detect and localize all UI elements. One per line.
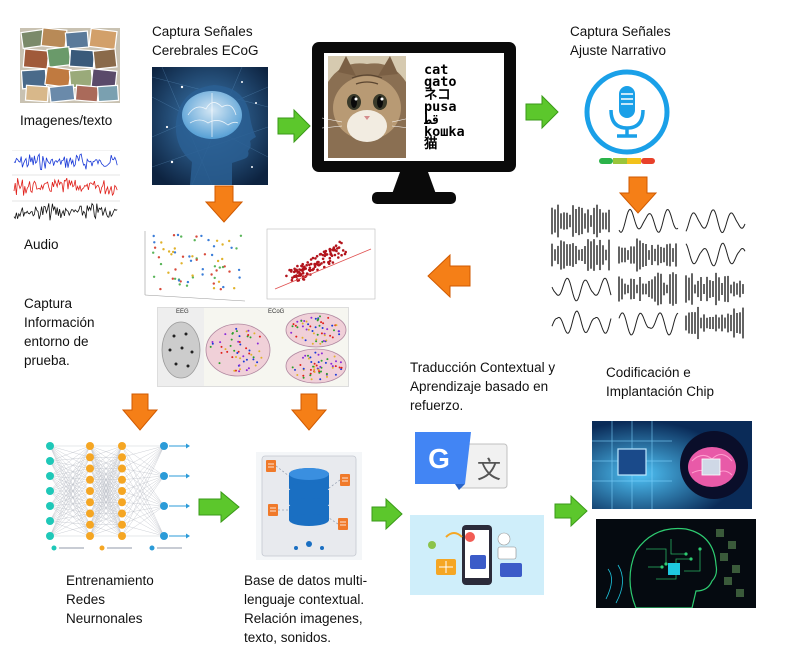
microphone-icon [583, 68, 671, 168]
chip-brain-image [592, 421, 752, 509]
label-capture-env: Captura Información entorno de prueba. [24, 296, 95, 368]
label-capture-narrative: Captura Señales Ajuste Narrativo [570, 24, 671, 58]
label-images-text: Imagenes/texto [20, 113, 113, 128]
orange-arrow-left-icon [427, 253, 471, 299]
eeg-label: EEG [176, 309, 189, 315]
green-arrow-right-icon [525, 94, 559, 130]
soundwave-grid-image [548, 203, 748, 341]
label-audio: Audio [24, 237, 59, 252]
label-capture-ecog: Captura Señales Cerebrales ECoG [152, 24, 259, 58]
brain-head-image [152, 67, 268, 185]
label-training: Entrenamiento Redes Neurnonales [66, 573, 154, 626]
monitor-word: pusa [424, 99, 457, 116]
ecog-label: ECoG [268, 309, 285, 315]
orange-arrow-down-icon [121, 393, 159, 431]
monitor-word: cat [424, 62, 449, 78]
label-translation: Traducción Contextual y Aprendizaje basa… [410, 360, 556, 413]
orange-arrow-down-icon [204, 185, 244, 223]
neural-network-diagram [40, 440, 200, 556]
green-arrow-right-icon [371, 497, 403, 531]
monitor-word: koшka [424, 124, 465, 141]
monitor-word-list: cat gato ネコ pusa قط koшka 猫 [424, 62, 504, 153]
monitor-word: gato [424, 74, 457, 91]
green-arrow-right-icon [277, 108, 311, 144]
label-database: Base de datos multi- lenguaje contextual… [244, 573, 368, 645]
green-arrow-right-icon [554, 494, 588, 528]
label-coding-chip: Codificación e Implantación Chip [606, 365, 715, 399]
svg-text:文: 文 [477, 456, 501, 484]
orange-arrow-down-icon [290, 393, 328, 431]
audio-waveform-image [12, 150, 120, 226]
orange-arrow-down-icon [618, 176, 658, 214]
monitor-word: ネコ [424, 86, 451, 103]
photo-collage-image [20, 28, 120, 103]
scatter-plots-image [135, 225, 379, 305]
monitor-word: 猫 [424, 136, 438, 153]
green-arrow-right-icon [198, 490, 240, 524]
circuit-head-image [596, 519, 756, 608]
translation-illustration [410, 515, 544, 595]
eeg-ecog-brain-image: EEG ECoG [157, 307, 349, 387]
monitor-display: cat gato ネコ pusa قط koшka 猫 [312, 42, 516, 206]
database-icon [256, 452, 362, 560]
svg-text:G: G [428, 443, 450, 474]
translate-icon: G 文 [415, 432, 509, 490]
monitor-word: قط [424, 111, 441, 128]
